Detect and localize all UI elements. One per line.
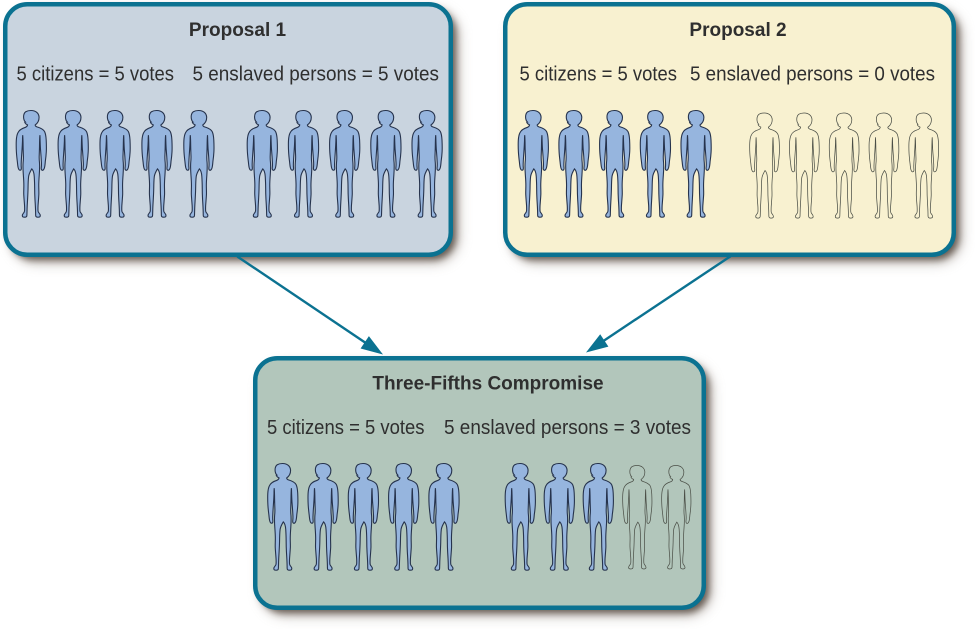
svg-text:Proposal 1: Proposal 1 — [189, 20, 287, 41]
svg-text:5 citizens = 5 votes: 5 citizens = 5 votes — [520, 63, 678, 86]
svg-text:5 citizens = 5 votes: 5 citizens = 5 votes — [267, 416, 425, 439]
svg-text:5 enslaved persons = 5 votes: 5 enslaved persons = 5 votes — [193, 63, 440, 86]
svg-text:5 citizens = 5 votes: 5 citizens = 5 votes — [17, 63, 175, 86]
svg-text:5 enslaved persons = 0 votes: 5 enslaved persons = 0 votes — [690, 63, 935, 86]
svg-text:Proposal 2: Proposal 2 — [689, 20, 786, 41]
svg-text:5 enslaved persons = 3 votes: 5 enslaved persons = 3 votes — [444, 416, 691, 439]
svg-text:Three-Fifths Compromise: Three-Fifths Compromise — [372, 374, 603, 395]
